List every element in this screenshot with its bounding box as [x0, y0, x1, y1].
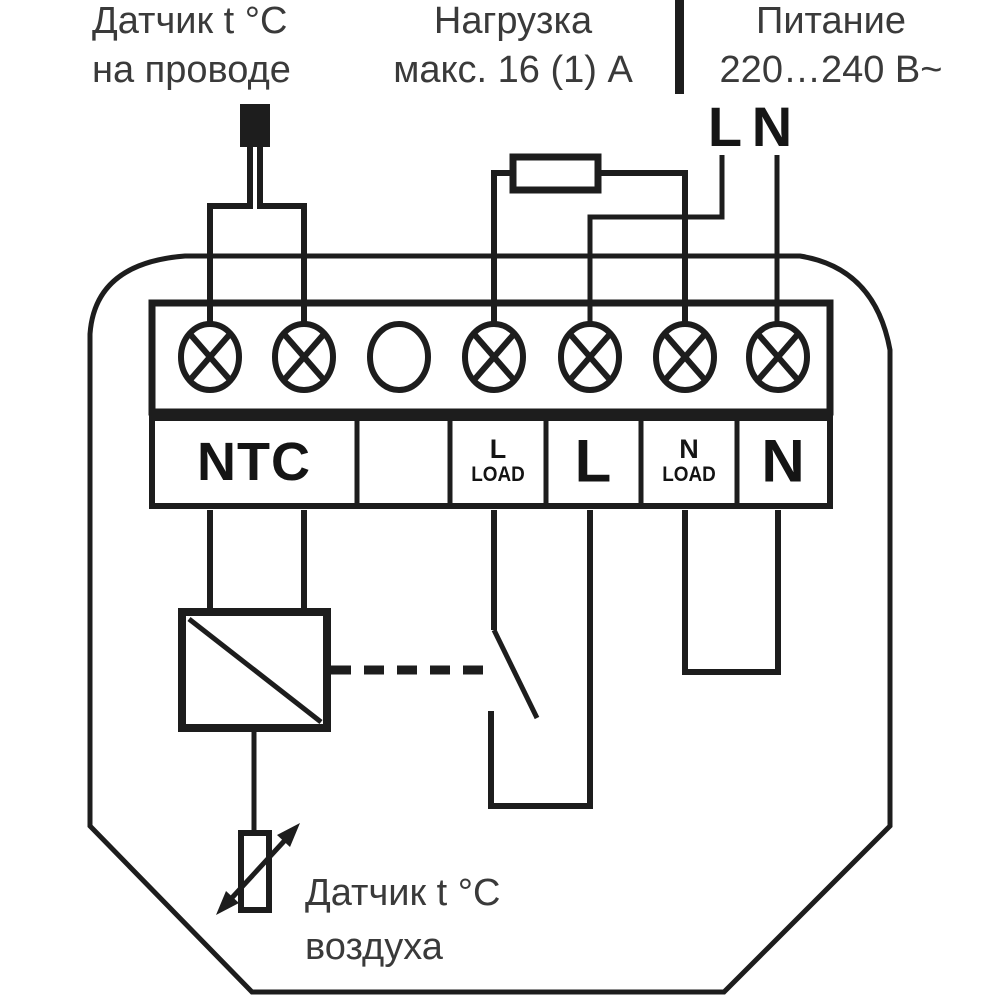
caption-separator-bar	[675, 0, 684, 94]
wire-sensor-lead-left	[207, 147, 253, 329]
relay-box-diagonal	[187, 617, 323, 724]
power-caption-line1: Питание	[756, 0, 906, 42]
power-caption: Питание 220…240 В~	[720, 0, 943, 95]
terminal-label-l-load: L LOAD	[468, 434, 528, 487]
wire-lload-to-resistor	[491, 170, 513, 329]
air-sensor-caption-line1: Датчик t °C	[305, 872, 501, 914]
air-sensor-caption: Датчик t °C воздуха	[305, 866, 500, 974]
terminal-label-l-load-line1: L	[489, 434, 507, 464]
load-caption-line2: макс. 16 (1) А	[393, 49, 633, 91]
wire-supply-l	[587, 155, 725, 329]
load-caption: Нагрузка макс. 16 (1) А	[393, 0, 633, 95]
terminal-label-row	[149, 415, 833, 509]
wire-sensor-caption-line1: Датчик t °C	[92, 0, 288, 42]
wire-l-to-lower-contact	[488, 510, 593, 809]
air-sensor-arrow-icon	[216, 823, 300, 915]
terminal-label-n-load-line2: LOAD	[662, 463, 716, 486]
supply-n-label: N	[751, 95, 793, 158]
screw-cross-7	[755, 332, 801, 382]
terminal-label-n: N	[761, 427, 805, 495]
wire-sensor-caption-line2: на проводе	[92, 49, 291, 91]
terminal-label-n-load-line1: N	[679, 434, 699, 464]
switch-blade	[491, 628, 540, 720]
wire-sensor-probe-icon	[240, 104, 270, 147]
load-resistor-icon	[509, 153, 602, 194]
power-caption-line2: 220…240 В~	[719, 49, 943, 91]
wire-sensor-caption: Датчик t °C на проводе	[92, 0, 291, 95]
supply-l-label: L	[707, 95, 743, 158]
device-outline	[87, 253, 893, 995]
terminal-label-ntc: NTC	[197, 432, 311, 492]
screw-cross-4	[471, 332, 517, 382]
terminal-label-l: L	[574, 427, 612, 495]
wire-sensor-lead-right	[257, 147, 307, 329]
terminal-screws	[178, 321, 810, 393]
terminal-label-dividers	[354, 421, 740, 503]
load-caption-line1: Нагрузка	[433, 0, 593, 42]
terminal-label-n-load: N LOAD	[659, 434, 719, 487]
screw-cross-5	[567, 332, 613, 382]
air-sensor-caption-line2: воздуха	[305, 926, 443, 968]
screw-cross-2	[281, 332, 327, 382]
wire-nload-to-n	[682, 510, 781, 675]
wire-resistor-to-nload	[598, 170, 688, 329]
terminal-label-l-load-line2: LOAD	[471, 463, 525, 486]
screw-cross-6	[662, 332, 708, 382]
screw-cross-1	[187, 332, 233, 382]
empty-terminal-icon-3	[367, 321, 431, 393]
